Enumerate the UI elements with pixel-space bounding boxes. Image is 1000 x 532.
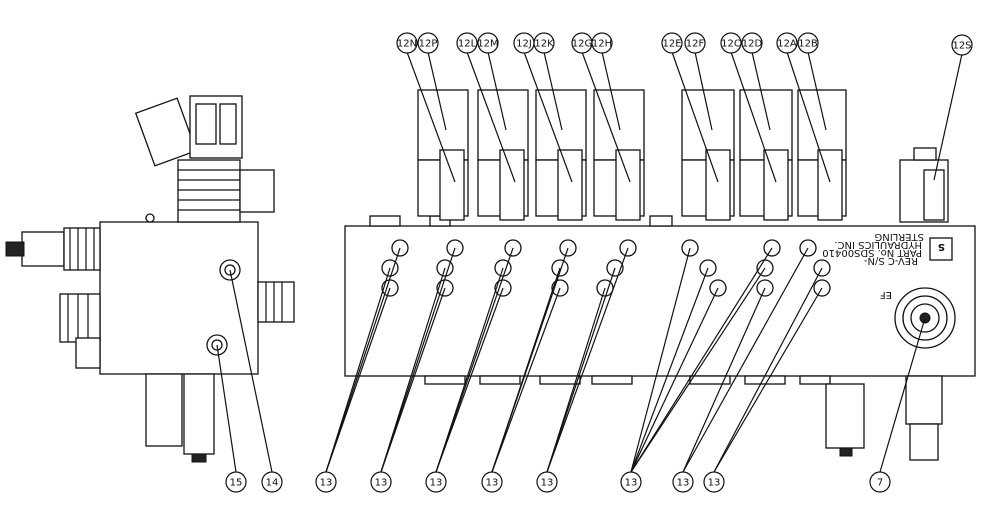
cartridge-valves xyxy=(417,89,949,223)
leader-lines xyxy=(216,51,963,473)
bottom-callout-label-1: 14 xyxy=(266,478,279,489)
bottom-callout-label-9: 13 xyxy=(708,478,721,489)
bottom-callout-circle-9 xyxy=(703,471,725,493)
bottom-callout-circle-0 xyxy=(225,471,247,493)
top-callout-label-5: 12K xyxy=(534,39,554,50)
top-callout-circle-9 xyxy=(684,32,706,54)
top-callout-label-1: 12P xyxy=(419,39,438,50)
bottom-callout-circle-8 xyxy=(672,471,694,493)
bottom-callout-circle-1 xyxy=(261,471,283,493)
top-callout-label-12: 12A xyxy=(777,39,797,50)
top-callout-label-4: 12J xyxy=(516,39,532,50)
bottom-callout-label-4: 13 xyxy=(430,478,443,489)
left-valve-block xyxy=(5,95,295,463)
plate-line2: HYDRAULICS INC. xyxy=(834,239,922,250)
bottom-callout-circle-4 xyxy=(425,471,447,493)
bottom-callout-circle-3 xyxy=(370,471,392,493)
top-callout-circle-3 xyxy=(477,32,499,54)
bottom-callout-circle-7 xyxy=(620,471,642,493)
plate-line3: PART No. SDS00410 xyxy=(822,247,922,258)
plate-line1: STERLING xyxy=(875,231,924,242)
bottom-callout-label-3: 13 xyxy=(375,478,388,489)
top-callout-circle-5 xyxy=(533,32,555,54)
top-callout-label-14: 12S xyxy=(952,41,971,52)
top-callout-label-7: 12H xyxy=(592,39,612,50)
top-callout-label-11: 12D xyxy=(742,39,763,50)
port-label: EF xyxy=(880,289,892,300)
top-callout-label-8: 12E xyxy=(662,39,681,50)
top-callout-label-0: 12N xyxy=(397,39,417,50)
top-callout-circle-10 xyxy=(720,32,742,54)
bottom-callout-label-10: 7 xyxy=(877,478,883,489)
bottom-callout-label-8: 13 xyxy=(677,478,690,489)
top-callout-circle-1 xyxy=(417,32,439,54)
bottom-callout-label-5: 13 xyxy=(486,478,499,489)
top-callout-label-3: 12M xyxy=(477,39,498,50)
bottom-callout-circle-6 xyxy=(536,471,558,493)
bottom-callout-circle-10 xyxy=(869,471,891,493)
plate-line4: REV-C S/N- xyxy=(864,255,918,266)
bottom-callouts: 15 14 13 13 13 13 13 13 13 13 7 xyxy=(225,471,891,493)
bottom-callout-label-6: 13 xyxy=(541,478,554,489)
bottom-callout-circle-5 xyxy=(481,471,503,493)
top-callout-label-2: 12L xyxy=(458,39,477,50)
manifold-logo: S xyxy=(938,241,945,252)
top-callout-circle-14 xyxy=(951,34,973,56)
bottom-callout-circle-2 xyxy=(315,471,337,493)
top-callout-circle-8 xyxy=(661,32,683,54)
bottom-callout-label-0: 15 xyxy=(230,478,243,489)
bottom-callout-label-2: 13 xyxy=(320,478,333,489)
top-callout-circle-12 xyxy=(776,32,798,54)
top-callout-circle-13 xyxy=(797,32,819,54)
top-callout-circle-7 xyxy=(591,32,613,54)
bottom-callout-label-7: 13 xyxy=(625,478,638,489)
top-callout-label-13: 12B xyxy=(798,39,818,50)
top-callout-circle-11 xyxy=(741,32,763,54)
top-callout-circle-0 xyxy=(396,32,418,54)
top-callout-label-9: 12F xyxy=(686,39,705,50)
top-callout-label-6: 12G xyxy=(572,39,592,50)
main-manifold: S STERLING HYDRAULICS INC. PART No. SDS0… xyxy=(344,215,976,461)
top-callout-circle-2 xyxy=(456,32,478,54)
top-callout-label-10: 12C xyxy=(721,39,741,50)
